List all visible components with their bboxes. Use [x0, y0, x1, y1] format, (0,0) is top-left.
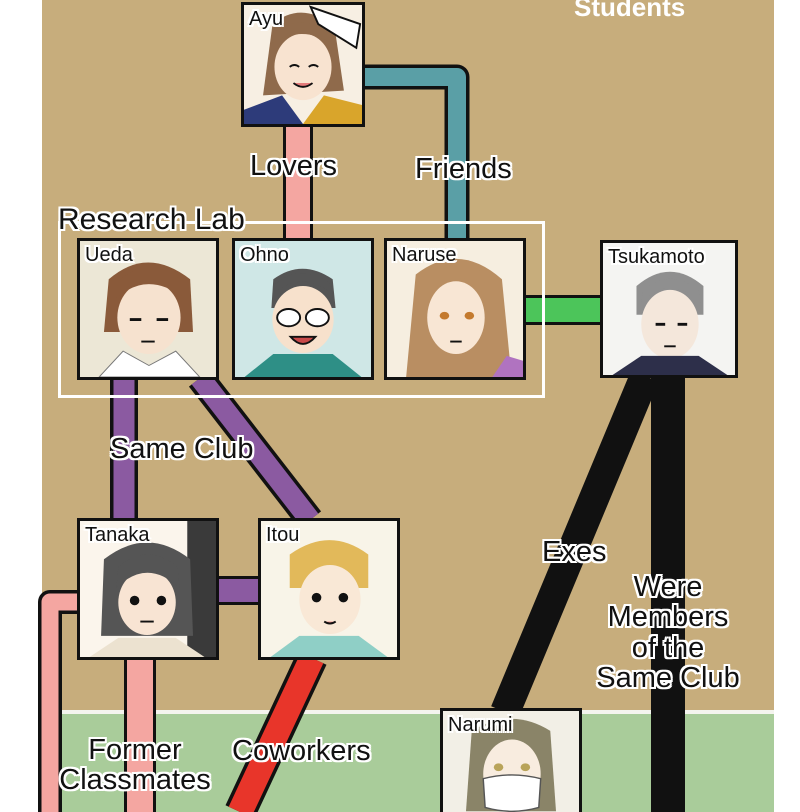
tanaka-name: Tanaka — [85, 524, 150, 546]
students-title: Students — [574, 0, 686, 22]
naruse-portrait-icon — [406, 258, 523, 377]
ayu-portrait-icon — [244, 5, 362, 124]
card-tsukamoto[interactable]: Tsukamoto — [600, 240, 738, 378]
line-exes — [491, 370, 659, 718]
label-were-members: Were Members of the Same Club — [596, 571, 740, 695]
card-tanaka[interactable]: Tanaka — [77, 518, 219, 660]
label-coworkers: Coworkers — [232, 735, 371, 767]
card-ohno[interactable]: Ohno — [232, 238, 374, 380]
label-friends: Friends — [415, 153, 512, 185]
card-itou[interactable]: Itou — [258, 518, 400, 660]
label-former-classmates: Former Classmates — [59, 734, 211, 797]
label-same-club: Same Club — [110, 433, 254, 465]
itou-name: Itou — [266, 524, 300, 546]
card-ayu[interactable]: Ayu — [241, 2, 365, 127]
tsukamoto-name: Tsukamoto — [608, 246, 705, 268]
card-naruse[interactable]: Naruse — [384, 238, 526, 380]
green-band-top-edge — [42, 710, 774, 714]
ueda-portrait-icon — [98, 262, 201, 377]
ohno-portrait-icon — [244, 268, 362, 377]
card-narumi[interactable]: Narumi — [440, 708, 582, 812]
card-ueda[interactable]: Ueda — [77, 238, 219, 380]
naruse-name: Naruse — [392, 244, 457, 266]
tanaka-portrait-icon — [89, 521, 216, 657]
narumi-portrait-icon — [465, 718, 557, 812]
ueda-name: Ueda — [85, 244, 133, 266]
itou-portrait-icon — [270, 540, 388, 657]
research-lab-title: Research Lab — [58, 203, 245, 236]
research-lab-frame — [58, 221, 545, 398]
narumi-name: Narumi — [448, 714, 513, 736]
label-exes: Exes — [542, 536, 607, 568]
line-were-members — [651, 376, 685, 812]
ayu-name: Ayu — [249, 8, 284, 30]
tsukamoto-portrait-icon — [612, 271, 728, 375]
ohno-name: Ohno — [240, 244, 289, 266]
label-lovers: Lovers — [250, 150, 338, 182]
